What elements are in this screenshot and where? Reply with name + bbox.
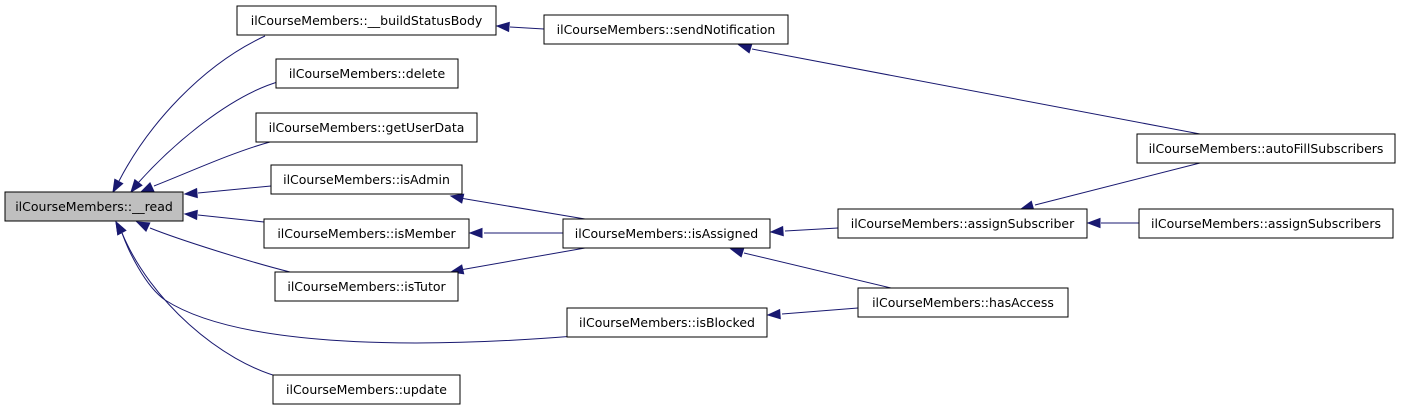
edge-assignSubscribers-to-assignSubscriber bbox=[1086, 217, 1139, 229]
node-box[interactable] bbox=[255, 112, 478, 143]
edge-assignSubscriber-to-isAssigned bbox=[769, 225, 839, 237]
edge-arrowhead bbox=[139, 182, 155, 193]
node-assignSubscribers[interactable]: ilCourseMembers::assignSubscribers bbox=[1138, 208, 1394, 239]
node-label: ilCourseMembers::update bbox=[286, 382, 447, 397]
node-box[interactable] bbox=[236, 5, 497, 36]
node-box[interactable] bbox=[562, 218, 771, 249]
edge-line bbox=[743, 252, 892, 289]
node-update[interactable]: ilCourseMembers::update bbox=[272, 374, 461, 405]
edge-arrowhead bbox=[468, 227, 483, 239]
node-label: ilCourseMembers::assignSubscriber bbox=[851, 216, 1075, 231]
node-label: ilCourseMembers::delete bbox=[289, 66, 446, 81]
edge-line bbox=[153, 141, 271, 187]
edge-hasAccess-to-isBlocked bbox=[766, 307, 859, 320]
edge-arrowhead bbox=[112, 178, 124, 194]
node-label: ilCourseMembers::isAssigned bbox=[575, 226, 758, 241]
edges-layer bbox=[112, 21, 1201, 379]
node-box[interactable] bbox=[1138, 208, 1394, 239]
edge-isMember-to-read bbox=[183, 209, 265, 223]
node-box[interactable] bbox=[566, 307, 768, 338]
node-box[interactable] bbox=[1136, 133, 1396, 164]
edge-autoFillSubscribers-to-assignSubscriber bbox=[1019, 162, 1201, 211]
node-hasAccess[interactable]: ilCourseMembers::hasAccess bbox=[857, 287, 1069, 318]
node-buildStatusBody[interactable]: ilCourseMembers::__buildStatusBody bbox=[236, 5, 497, 36]
node-box[interactable] bbox=[837, 208, 1088, 239]
edge-arrowhead bbox=[495, 21, 510, 33]
edge-arrowhead bbox=[729, 247, 745, 258]
nodes-layer: ilCourseMembers::__readilCourseMembers::… bbox=[4, 5, 1396, 405]
node-label: ilCourseMembers::isTutor bbox=[287, 279, 446, 294]
edge-arrowhead bbox=[737, 43, 753, 54]
node-label: ilCourseMembers::isBlocked bbox=[579, 315, 755, 330]
node-isBlocked[interactable]: ilCourseMembers::isBlocked bbox=[566, 307, 768, 338]
edge-arrowhead bbox=[769, 225, 784, 237]
edge-isAdmin-to-read bbox=[183, 185, 272, 199]
edge-line bbox=[784, 227, 839, 232]
node-box[interactable] bbox=[543, 14, 789, 45]
node-isTutor[interactable]: ilCourseMembers::isTutor bbox=[274, 271, 459, 302]
node-autoFillSubscribers[interactable]: ilCourseMembers::autoFillSubscribers bbox=[1136, 133, 1396, 164]
node-label: ilCourseMembers::__buildStatusBody bbox=[251, 13, 483, 28]
edge-arrowhead bbox=[135, 221, 151, 232]
edge-arrowhead bbox=[449, 193, 465, 204]
node-read[interactable]: ilCourseMembers::__read bbox=[4, 191, 184, 222]
edge-line bbox=[197, 185, 272, 194]
edge-arrowhead bbox=[183, 209, 198, 221]
edge-line bbox=[149, 227, 291, 273]
edge-line bbox=[781, 307, 859, 315]
node-label: ilCourseMembers::__read bbox=[15, 199, 173, 214]
edge-line bbox=[509, 26, 545, 30]
node-label: ilCourseMembers::assignSubscribers bbox=[1151, 216, 1381, 231]
node-delete[interactable]: ilCourseMembers::delete bbox=[275, 58, 459, 89]
edge-arrowhead bbox=[1086, 217, 1101, 229]
node-label: ilCourseMembers::sendNotification bbox=[557, 22, 776, 37]
edge-isAssigned-to-isMember bbox=[468, 227, 563, 239]
edge-arrowhead bbox=[130, 178, 143, 194]
node-box[interactable] bbox=[263, 218, 470, 249]
edge-buildStatusBody-to-read bbox=[112, 35, 266, 194]
edge-hasAccess-to-isAssigned bbox=[729, 247, 892, 289]
edge-line bbox=[751, 48, 1201, 135]
edge-isAssigned-to-isAdmin bbox=[449, 193, 586, 220]
node-box[interactable] bbox=[275, 58, 459, 89]
node-box[interactable] bbox=[4, 191, 184, 222]
edge-line bbox=[121, 232, 284, 379]
edge-line bbox=[459, 247, 586, 271]
node-label: ilCourseMembers::autoFillSubscribers bbox=[1149, 141, 1384, 156]
edge-line bbox=[118, 35, 266, 182]
edge-sendNotification-to-buildStatusBody bbox=[495, 21, 545, 33]
edge-autoFillSubscribers-to-sendNotification bbox=[737, 43, 1201, 135]
node-box[interactable] bbox=[270, 164, 463, 195]
node-label: ilCourseMembers::isAdmin bbox=[283, 172, 450, 187]
node-getUserData[interactable]: ilCourseMembers::getUserData bbox=[255, 112, 478, 143]
edge-getUserData-to-read bbox=[139, 141, 271, 193]
edge-arrowhead bbox=[766, 308, 781, 320]
node-isAssigned[interactable]: ilCourseMembers::isAssigned bbox=[562, 218, 771, 249]
node-isMember[interactable]: ilCourseMembers::isMember bbox=[263, 218, 470, 249]
node-sendNotification[interactable]: ilCourseMembers::sendNotification bbox=[543, 14, 789, 45]
edge-delete-to-read bbox=[130, 80, 282, 194]
edge-isTutor-to-read bbox=[135, 221, 291, 273]
node-box[interactable] bbox=[274, 271, 459, 302]
edge-line bbox=[1034, 162, 1201, 206]
node-label: ilCourseMembers::getUserData bbox=[269, 120, 465, 135]
edge-update-to-read bbox=[115, 220, 284, 379]
edge-isAssigned-to-isTutor bbox=[449, 247, 586, 275]
edge-line bbox=[121, 232, 576, 344]
edge-arrowhead bbox=[183, 187, 198, 199]
node-box[interactable] bbox=[857, 287, 1069, 318]
node-label: ilCourseMembers::isMember bbox=[277, 226, 456, 241]
node-isAdmin[interactable]: ilCourseMembers::isAdmin bbox=[270, 164, 463, 195]
node-box[interactable] bbox=[272, 374, 461, 405]
edge-line bbox=[137, 80, 282, 184]
edge-arrowhead bbox=[115, 220, 127, 236]
edge-line bbox=[197, 214, 265, 223]
node-label: ilCourseMembers::hasAccess bbox=[872, 295, 1054, 310]
node-assignSubscriber[interactable]: ilCourseMembers::assignSubscriber bbox=[837, 208, 1088, 239]
edge-line bbox=[459, 197, 586, 220]
